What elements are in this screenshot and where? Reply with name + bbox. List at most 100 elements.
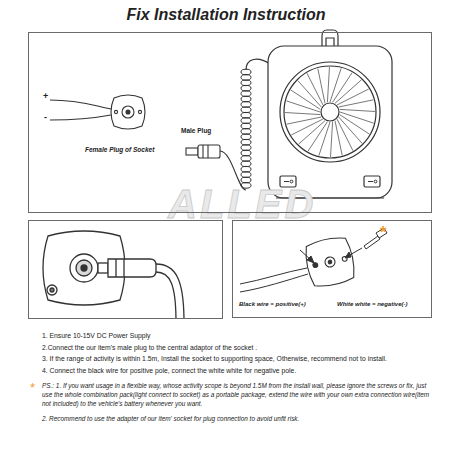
coil-loop <box>241 91 251 97</box>
coil-loop <box>241 75 251 81</box>
instruction-note: PS.: 1. If you want usage in a flexible … <box>42 382 430 409</box>
socket-closeup-part <box>50 288 54 292</box>
plug-closeup-part <box>156 264 184 318</box>
coil-loop <box>241 172 251 178</box>
socket-mount-part <box>303 235 358 290</box>
socket-closeup-part <box>81 265 87 271</box>
coiled-cord <box>241 69 251 188</box>
coil-loop <box>241 80 251 86</box>
part-label: Male Plug <box>181 128 211 135</box>
fan-blade <box>319 122 330 156</box>
note-marker: * <box>30 381 35 394</box>
plug-closeup-part <box>156 272 176 318</box>
coil-loop <box>241 118 251 124</box>
part-label: * <box>380 225 386 241</box>
mount-wires-part <box>240 274 308 292</box>
male-plug <box>186 145 220 158</box>
fan-blade <box>285 113 320 115</box>
female-socket-part <box>126 110 130 114</box>
female-socket-part <box>138 110 141 113</box>
fan-blade <box>286 101 320 112</box>
fan-device <box>268 30 392 198</box>
fan-blade <box>337 119 353 151</box>
coil-loop <box>241 161 251 167</box>
fan-device-part <box>280 62 380 162</box>
plug-closeup-part <box>115 259 116 277</box>
coil-loop <box>241 156 251 162</box>
power-cord-part <box>246 59 270 70</box>
instruction-note: 4. Connect the black wire for positive p… <box>42 366 430 376</box>
mount-wires-part <box>240 268 307 284</box>
screw-arrows-part <box>345 252 351 258</box>
fan-blade <box>339 117 363 143</box>
coil-loop <box>241 107 251 113</box>
screw-arrows <box>300 248 362 263</box>
panel-box: * Black wire = positive(+) White white = n… <box>232 220 432 318</box>
coil-loop <box>241 96 251 102</box>
coil-loop <box>241 134 251 140</box>
fan-blades <box>285 67 375 157</box>
plug-closeup <box>98 259 184 318</box>
fan-blade <box>331 122 333 157</box>
fan-blade <box>335 80 361 104</box>
socket-closeup-part <box>76 260 92 276</box>
coil-loop <box>241 145 251 151</box>
female-socket-part <box>114 110 117 113</box>
fan-device-part <box>326 38 334 46</box>
fan-device-part <box>284 66 376 158</box>
coil-loop <box>241 85 251 91</box>
fan-device-part <box>364 176 380 187</box>
switch-marks-part <box>374 180 377 183</box>
part-label: White white = negative(-) <box>337 301 408 307</box>
fan-blade <box>340 112 374 123</box>
coil-loop <box>241 112 251 118</box>
socket-mount-part-part <box>324 256 336 268</box>
instruction-note: 3. If the range of activity is within 1.… <box>42 354 430 364</box>
illustration-part <box>43 231 184 318</box>
socket-mount <box>303 235 358 290</box>
male-plug-part <box>198 145 220 158</box>
coil-loop <box>241 150 251 156</box>
fan-blade <box>299 121 325 145</box>
coil-loop <box>241 166 251 172</box>
panel-box: + - Female Plug of Socket Male Plug <box>28 32 432 213</box>
mount-wires <box>240 268 308 292</box>
male-plug-part <box>207 145 208 158</box>
fan-blade <box>340 115 370 134</box>
socket-wires-part <box>50 115 111 120</box>
coil-loop <box>241 102 251 108</box>
switch-marks-part <box>284 181 289 182</box>
female-socket-part <box>111 95 145 129</box>
fan-blade <box>291 90 321 109</box>
fan-device-part <box>321 103 339 121</box>
socket-wires <box>50 100 111 120</box>
plug-closeup-part <box>123 259 124 277</box>
instruction-note: 1. Ensure 10-15V DC Power Supply <box>42 331 430 341</box>
socket-mount-part-part <box>328 260 332 264</box>
fan-blade <box>330 68 341 102</box>
fan-blade <box>307 73 323 105</box>
panel-frame <box>29 221 223 319</box>
part-label: Female Plug of Socket <box>85 147 154 154</box>
switch-marks-part <box>368 181 373 182</box>
part-label: - <box>44 113 47 122</box>
fan-blade <box>291 119 323 135</box>
male-plug-part <box>202 145 203 158</box>
fan-blade <box>339 100 374 107</box>
watermark: ALLED <box>168 176 316 232</box>
part-label: + <box>43 92 48 101</box>
coil-loop <box>241 139 251 145</box>
socket-mount-part-part <box>303 235 358 290</box>
fan-blade <box>327 67 329 102</box>
female-socket <box>111 95 145 129</box>
part-label: Black wire = positive(+) <box>239 301 306 307</box>
fan-blade <box>340 109 375 111</box>
fan-blade <box>337 89 369 105</box>
screw-part <box>364 236 380 249</box>
coil-loop <box>241 129 251 135</box>
socket-closeup-part <box>70 254 98 282</box>
fan-blade <box>298 81 322 107</box>
fan-blade <box>318 69 325 104</box>
fan-blade <box>287 117 322 124</box>
